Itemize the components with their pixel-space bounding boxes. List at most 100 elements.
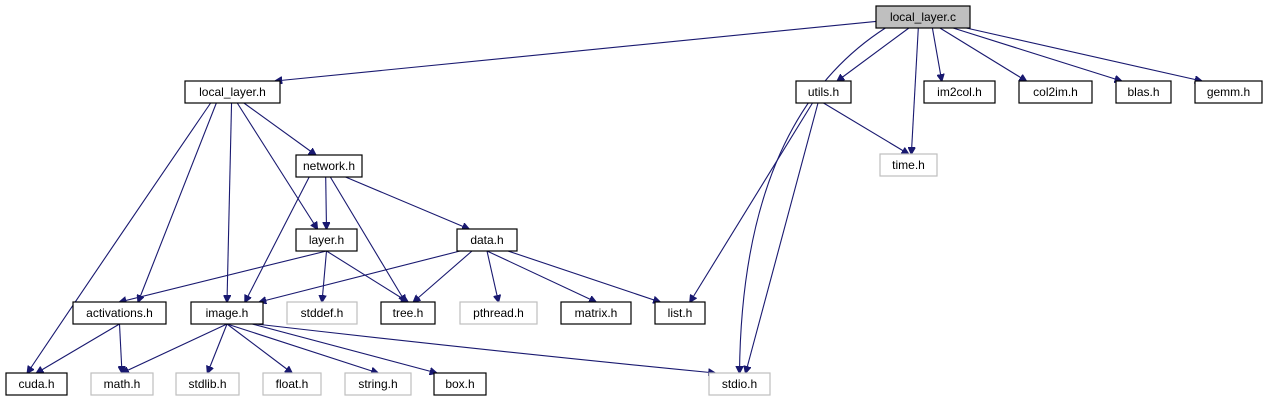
node-string-h: string.h (344, 372, 412, 396)
node-label: stdlib.h (188, 377, 226, 391)
edge-local-layer-c-to-stdio-h (740, 27, 886, 373)
node-network-h[interactable]: network.h (295, 154, 363, 178)
node-image-h[interactable]: image.h (190, 301, 264, 325)
node-box (923, 80, 996, 104)
edge-data-h-to-pthread-h (486, 250, 499, 302)
node-box (286, 301, 358, 325)
node-data-h[interactable]: data.h (456, 228, 518, 252)
node-box (380, 301, 436, 325)
node-label: im2col.h (937, 85, 982, 99)
edge-local-layer-h-to-network-h (243, 102, 316, 155)
edge-layer-h-to-stddef-h (322, 250, 328, 302)
node-activations-h[interactable]: activations.h (72, 301, 167, 325)
node-label: pthread.h (473, 306, 524, 320)
node-float-h: float.h (262, 372, 322, 396)
edge-utils-h-to-stdio-h (746, 102, 819, 373)
node-stdlib-h: stdlib.h (175, 372, 240, 396)
edge-layer-h-to-activations-h (120, 250, 327, 302)
node-box-h[interactable]: box.h (433, 372, 487, 396)
edge-data-h-to-matrix-h (486, 250, 596, 302)
node-math-h: math.h (90, 372, 154, 396)
edge-network-h-to-layer-h (326, 176, 327, 229)
node-stdio-h: stdio.h (708, 372, 771, 396)
node-box (459, 301, 538, 325)
node-box (5, 372, 68, 396)
edge-local-layer-c-to-gemm-h (966, 27, 1201, 81)
edge-network-h-to-tree-h (329, 176, 405, 302)
node-label: col2im.h (1033, 85, 1078, 99)
node-box (433, 372, 487, 396)
edge-activations-h-to-math-h (120, 323, 123, 373)
edges-layer (27, 20, 1201, 373)
node-label: network.h (303, 159, 355, 173)
node-box (795, 80, 852, 104)
edge-local-layer-c-to-utils-h (837, 27, 910, 81)
node-label: stdio.h (722, 377, 757, 391)
node-label: local_layer.c (890, 10, 956, 24)
node-box (1194, 80, 1263, 104)
edge-image-h-to-math-h (122, 323, 228, 373)
node-label: time.h (892, 158, 925, 172)
edge-data-h-to-list-h (507, 250, 660, 302)
node-local-layer-c[interactable]: local_layer.c (875, 5, 971, 29)
node-utils-h[interactable]: utils.h (795, 80, 852, 104)
node-matrix-h[interactable]: matrix.h (560, 301, 632, 325)
node-label: utils.h (808, 85, 839, 99)
node-box (1018, 80, 1093, 104)
edge-local-layer-c-to-blas-h (952, 27, 1121, 81)
node-time-h: time.h (879, 153, 938, 177)
edge-data-h-to-tree-h (413, 250, 473, 302)
node-im2col-h[interactable]: im2col.h (923, 80, 996, 104)
node-box (456, 228, 518, 252)
node-box (708, 372, 771, 396)
edge-network-h-to-data-h (345, 176, 470, 229)
edge-utils-h-to-list-h (690, 102, 813, 302)
edge-local-layer-c-to-local-layer-h (275, 20, 877, 81)
node-box (175, 372, 240, 396)
node-box (560, 301, 632, 325)
node-label: tree.h (393, 306, 424, 320)
node-label: stddef.h (301, 306, 344, 320)
node-list-h[interactable]: list.h (654, 301, 706, 325)
edge-local-layer-h-to-layer-h (236, 102, 317, 229)
node-local-layer-h[interactable]: local_layer.h (184, 80, 281, 104)
node-blas-h[interactable]: blas.h (1115, 80, 1172, 104)
node-box (262, 372, 322, 396)
edge-image-h-to-box-h (252, 323, 436, 373)
node-label: cuda.h (18, 377, 54, 391)
node-cuda-h[interactable]: cuda.h (5, 372, 68, 396)
node-label: math.h (104, 377, 141, 391)
nodes-layer: local_layer.c local_layer.h utils.h im2col.… (5, 5, 1263, 396)
node-box (1115, 80, 1172, 104)
edge-local-layer-h-to-activations-h (138, 102, 217, 302)
edge-image-h-to-stdlib-h (208, 323, 228, 373)
node-gemm-h[interactable]: gemm.h (1194, 80, 1263, 104)
node-box (654, 301, 706, 325)
node-label: string.h (358, 377, 397, 391)
edge-network-h-to-image-h (245, 176, 310, 302)
edge-local-layer-c-to-col2im-h (939, 27, 1026, 81)
node-label: local_layer.h (199, 85, 266, 99)
edge-local-layer-h-to-image-h (227, 102, 233, 302)
edge-local-layer-c-to-time-h (911, 27, 919, 154)
node-label: gemm.h (1207, 85, 1250, 99)
node-box (184, 80, 281, 104)
node-box (190, 301, 264, 325)
node-label: float.h (276, 377, 309, 391)
node-label: blas.h (1127, 85, 1159, 99)
edge-image-h-to-string-h (226, 323, 378, 373)
node-col2im-h[interactable]: col2im.h (1018, 80, 1093, 104)
edge-utils-h-to-time-h (823, 102, 909, 154)
edge-image-h-to-stdio-h (255, 323, 715, 373)
node-pthread-h: pthread.h (459, 301, 538, 325)
node-label: data.h (470, 233, 503, 247)
node-layer-h[interactable]: layer.h (295, 228, 358, 252)
node-tree-h[interactable]: tree.h (380, 301, 436, 325)
node-label: matrix.h (575, 306, 618, 320)
node-box (879, 153, 938, 177)
node-box (295, 154, 363, 178)
node-box (72, 301, 167, 325)
node-label: image.h (206, 306, 249, 320)
edge-local-layer-c-to-im2col-h (931, 27, 941, 81)
